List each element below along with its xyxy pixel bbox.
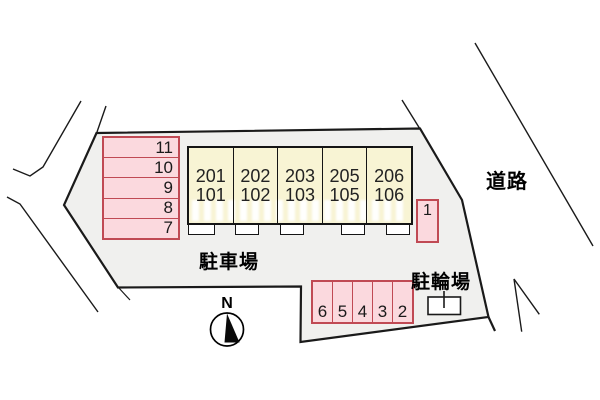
parking-space-3: 3 — [373, 282, 393, 322]
boundary-tail-bottom-left — [117, 286, 131, 301]
road-line-lower-left — [6, 196, 99, 313]
unit-number-upper: 206 — [374, 165, 405, 186]
parking-space-label: 4 — [357, 302, 368, 321]
compass-needle — [224, 313, 240, 343]
parking-space-label: 11 — [155, 137, 173, 157]
parking-space-6: 6 — [313, 282, 333, 322]
road-line-top-left-corner — [96, 105, 107, 133]
parking-space-label: 2 — [397, 302, 408, 321]
boundary-tail-bottom-right — [487, 316, 496, 332]
parking-space-11: 11 — [104, 137, 178, 159]
parking-space-9: 9 — [104, 177, 178, 199]
unit-number-lower: 106 — [374, 184, 405, 205]
building-porch — [235, 224, 259, 235]
parking-space-7: 7 — [104, 219, 178, 238]
building-porch — [280, 224, 304, 235]
building-porch — [386, 224, 410, 235]
unit-number-upper: 205 — [329, 165, 360, 186]
parking-space-5: 5 — [333, 282, 353, 322]
road-line-bottom-right — [513, 278, 540, 332]
parking-space-label: 6 — [317, 302, 328, 321]
parking-row-bottom: 6 5 4 3 2 — [311, 280, 414, 324]
bicycle-parking-label: 駐輪場 — [411, 272, 472, 293]
unit-number-upper: 201 — [195, 165, 226, 186]
unit-number-lower: 101 — [195, 184, 226, 205]
building-facade-stripes — [192, 200, 408, 221]
parking-space-label: 7 — [163, 218, 173, 238]
road-label: 道路 — [486, 171, 528, 193]
unit-number-lower: 103 — [284, 184, 315, 205]
unit-number-upper: 203 — [284, 165, 315, 186]
building-porch — [341, 224, 365, 235]
parking-space-8: 8 — [104, 199, 178, 219]
parking-space-label: 9 — [163, 177, 173, 197]
road-line-right — [474, 42, 594, 247]
parking-space-label: 10 — [154, 157, 173, 177]
unit-number-upper: 202 — [240, 165, 271, 186]
parking-column-left: 11 10 9 8 7 — [102, 136, 180, 240]
parking-space-2: 2 — [393, 282, 412, 322]
parking-space-1: 1 — [416, 199, 439, 243]
parking-space-label: 8 — [163, 198, 173, 218]
road-line-top-right-corner — [401, 99, 421, 130]
building-porch — [188, 224, 215, 235]
unit-number-lower: 105 — [329, 184, 360, 205]
parking-space-label: 5 — [337, 302, 348, 321]
road-line-upper-left — [12, 100, 82, 177]
parking-space-10: 10 — [104, 157, 178, 179]
unit-number-lower: 102 — [240, 184, 271, 205]
parking-space-label: 3 — [377, 302, 388, 321]
parking-lot-label: 駐車場 — [199, 252, 260, 273]
parking-space-label: 1 — [423, 202, 432, 219]
compass-north-label: N — [221, 295, 233, 312]
parking-space-4: 4 — [353, 282, 373, 322]
